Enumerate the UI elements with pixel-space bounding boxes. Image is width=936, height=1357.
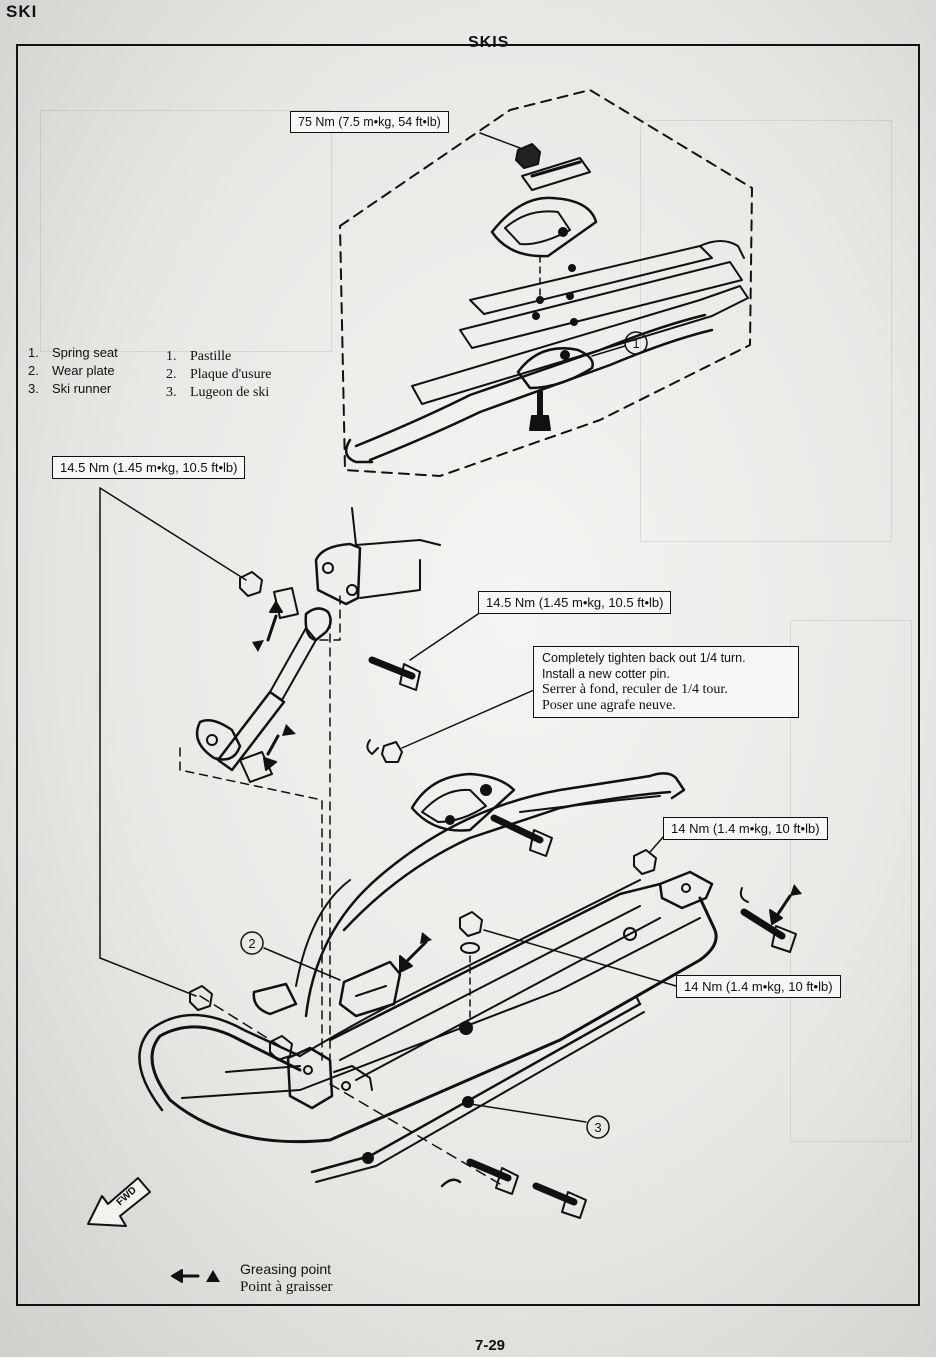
- callout-1: 1: [624, 331, 648, 355]
- front-nut: [269, 1035, 293, 1061]
- bleed-through: [790, 620, 912, 1142]
- spring-seat: [516, 345, 626, 390]
- page-number: 7-29: [475, 1337, 506, 1354]
- torque-label-shock-upper: 14.5 Nm (1.45 m•kg, 10.5 ft•lb): [478, 591, 672, 614]
- front-bolt: [466, 1158, 519, 1195]
- saddle-nut: [459, 911, 483, 937]
- castle-nut: [381, 741, 403, 763]
- note-en-1: Completely tighten back out 1/4 turn.: [542, 651, 746, 665]
- chassis-bracket: [314, 507, 441, 606]
- bushing: [239, 751, 273, 783]
- note-fr-2: Poser une agrafe neuve.: [542, 697, 676, 713]
- grease-arrow-icon: [252, 601, 296, 771]
- leader-line: [401, 689, 535, 749]
- ski-body: [138, 879, 718, 1144]
- legend-item: 2.Wear plate: [28, 363, 115, 378]
- shock-absorber: [195, 607, 332, 772]
- svg-text:1: 1: [632, 336, 639, 351]
- greasing-fr: Point à graisser: [240, 1279, 333, 1295]
- grease-arrow-icon: [399, 932, 432, 973]
- bleed-through: [40, 110, 332, 352]
- note-fr-1: Serrer à fond, reculer de 1/4 tour.: [542, 682, 728, 697]
- callout-2: 2: [240, 931, 264, 955]
- callout-3: 3: [586, 1115, 610, 1139]
- washer: [460, 942, 480, 954]
- page-frame: [16, 44, 920, 1306]
- leaf-bolt: [529, 389, 551, 431]
- leader-line: [99, 487, 247, 581]
- spring-seat-cap: [490, 196, 598, 258]
- leader-line: [649, 835, 665, 853]
- greasing-legend: Greasing point Point à graisser: [240, 1260, 332, 1296]
- leader-line: [479, 132, 521, 149]
- rear-bracket: [658, 870, 714, 910]
- leaf-spring-detail: [344, 240, 749, 464]
- greasing-en: Greasing point: [240, 1261, 332, 1277]
- shock-bolt-upper: [368, 656, 421, 691]
- torque-label-leaf-nut: 75 Nm (7.5 m•kg, 54 ft•lb): [290, 111, 449, 133]
- legend-item: 1.Spring seat: [28, 345, 118, 360]
- leader-line: [483, 929, 677, 987]
- cotter-pin: [440, 1178, 462, 1188]
- torque-label-shock-lower: 14.5 Nm (1.45 m•kg, 10.5 ft•lb): [52, 456, 246, 479]
- legend-item: 1.Pastille: [166, 349, 232, 364]
- section-code: SKI: [6, 2, 38, 21]
- page-title: SKIS: [468, 34, 510, 51]
- svg-text:3: 3: [594, 1120, 601, 1135]
- ski-runner: [310, 995, 645, 1183]
- note-en-2: Install a new cotter pin.: [542, 666, 670, 681]
- legend-item: 3.Lugeon de ski: [166, 385, 270, 400]
- leaf-nut: [515, 143, 591, 191]
- detail-outline: [339, 89, 753, 477]
- axis-line: [329, 1083, 501, 1185]
- fwd-arrow-icon: FWD: [87, 1177, 151, 1227]
- grease-legend-icon: [171, 1269, 220, 1283]
- grease-arrow-icon: [769, 884, 802, 925]
- wear-plate: [263, 947, 402, 1018]
- parts-legend-en: 1.Spring seat 2.Wear plate 3.Ski runner: [28, 344, 118, 398]
- legend-item: 3.Ski runner: [28, 381, 112, 396]
- leader-line: [409, 613, 479, 661]
- spindle-note: Completely tighten back out 1/4 turn. In…: [533, 646, 799, 718]
- svg-text:2: 2: [248, 936, 255, 951]
- torque-label-saddle: 14 Nm (1.4 m•kg, 10 ft•lb): [676, 975, 841, 998]
- bleed-through: [640, 120, 892, 542]
- front-bolt: [532, 1182, 587, 1219]
- parts-legend-fr: 1.Pastille 2.Plaque d'usure 3.Lugeon de …: [166, 348, 271, 402]
- bracket-nut: [633, 849, 657, 875]
- axis-line: [179, 747, 323, 1061]
- front-nut: [189, 985, 213, 1011]
- front-bracket: [286, 1046, 373, 1110]
- rear-bolt: [739, 887, 797, 953]
- legend-item: 2.Plaque d'usure: [166, 367, 272, 382]
- leader-line: [99, 957, 197, 997]
- spindle-bolt: [490, 814, 553, 857]
- ski-leaf-spring: [252, 772, 686, 1018]
- cotter-pin: [366, 739, 379, 755]
- axis-line: [313, 595, 341, 641]
- torque-label-bracket: 14 Nm (1.4 m•kg, 10 ft•lb): [663, 817, 828, 840]
- shock-nut: [239, 571, 263, 597]
- axis-line: [199, 995, 281, 1047]
